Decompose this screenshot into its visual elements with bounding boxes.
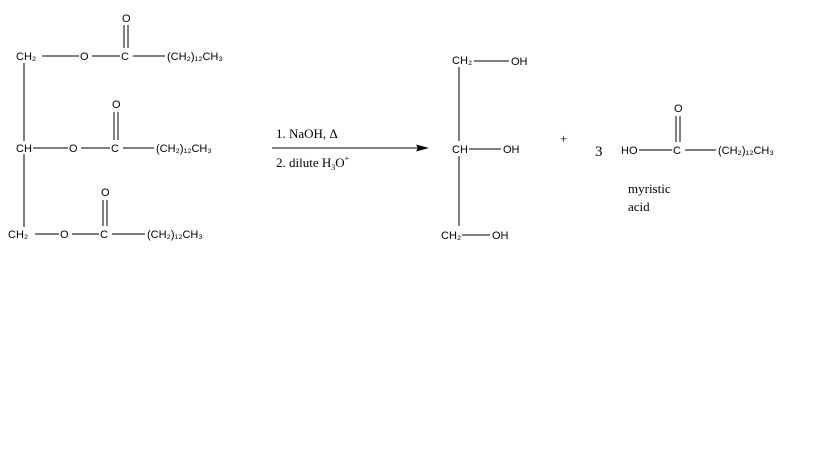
triglyceride-ch2-bottom: CH₂	[8, 229, 28, 241]
glycerol-ch: CH	[452, 144, 468, 156]
ester-3-o: O	[60, 229, 69, 241]
glycerol-oh-1: OH	[511, 56, 528, 68]
acid-carbonyl-c: C	[673, 145, 681, 157]
plus-sign: +	[560, 131, 567, 146]
glycerol-oh-2: OH	[503, 144, 520, 156]
ester-2-c: C	[111, 143, 119, 155]
condition-step-1: 1. NaOH, Δ	[276, 126, 338, 141]
glycerol-ch2-bottom: CH₂	[441, 230, 461, 242]
glycerol: CH₂ OH CH OH CH₂ OH	[441, 55, 528, 242]
reaction-arrow-head	[416, 144, 429, 152]
ester-2-carbonyl-o: O	[112, 99, 121, 111]
acid-name-line-1: myristic	[628, 181, 671, 196]
glycerol-ch2-top: CH₂	[452, 55, 472, 67]
acid-carbonyl-o: O	[674, 103, 683, 115]
ester-3-carbonyl-o: O	[101, 187, 110, 199]
ester-3-c: C	[100, 229, 108, 241]
ester-1-carbonyl-o: O	[122, 13, 131, 25]
reaction-arrow-group: 1. NaOH, Δ 2. dilute H3O+	[272, 126, 429, 172]
myristic-acid: HO C O (CH₂)₁₂CH₃ myristic acid	[621, 103, 774, 214]
ester-1-c: C	[121, 51, 129, 63]
acid-name-line-2: acid	[628, 199, 650, 214]
triglyceride-ch: CH	[16, 143, 32, 155]
ester-2-chain: (CH₂)₁₂CH₃	[156, 143, 212, 155]
triglyceride: CH₂ CH CH₂ O C O (CH₂)₁₂CH₃ O C O (CH₂)₁…	[8, 13, 223, 241]
ester-1-o: O	[80, 51, 89, 63]
stoichiometric-coefficient: 3	[595, 144, 603, 160]
acid-chain: (CH₂)₁₂CH₃	[718, 145, 774, 157]
glycerol-oh-3: OH	[492, 230, 509, 242]
ester-3-chain: (CH₂)₁₂CH₃	[147, 229, 203, 241]
ester-1-chain: (CH₂)₁₂CH₃	[167, 51, 223, 63]
condition-step-2: 2. dilute H3O+	[276, 154, 350, 172]
acid-ho: HO	[621, 145, 638, 157]
ester-2-o: O	[69, 143, 78, 155]
triglyceride-ch2-top: CH₂	[16, 51, 36, 63]
